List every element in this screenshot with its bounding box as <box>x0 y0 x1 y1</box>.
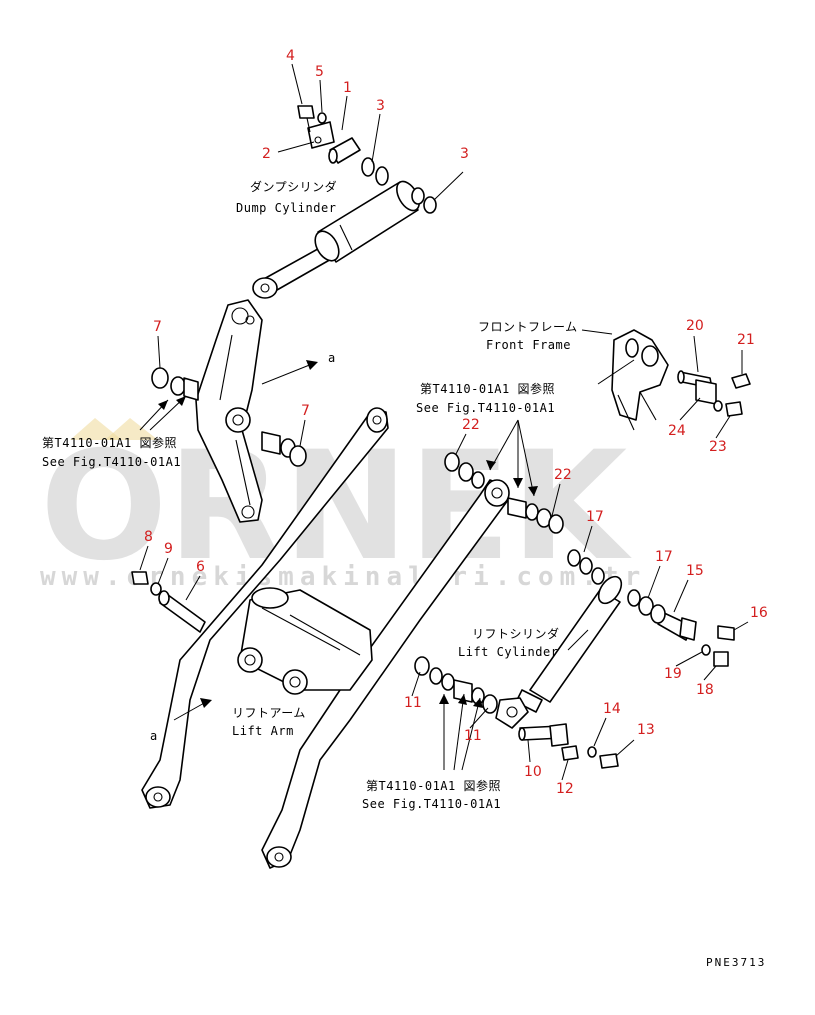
callout-10: 10 <box>524 764 542 780</box>
ref-left-en: See Fig.T4110-01A1 <box>42 455 181 469</box>
bushings-11 <box>414 656 498 714</box>
callout-15: 15 <box>686 563 704 579</box>
part-number-callouts: 1 2 3 3 4 5 6 7 7 8 9 10 11 11 12 13 14 … <box>139 48 768 797</box>
ref-bottom-en: See Fig.T4110-01A1 <box>362 797 501 811</box>
ref-top-en: See Fig.T4110-01A1 <box>416 401 555 415</box>
ref-top-jp: 第T4110-01A1 図参照 <box>420 381 555 396</box>
dump-cylinder <box>252 105 437 299</box>
callout-22b: 22 <box>554 467 572 483</box>
callout-7b: 7 <box>301 403 310 419</box>
callout-3a: 3 <box>376 98 385 114</box>
callout-3b: 3 <box>460 146 469 162</box>
lift-arm-label-en: Lift Arm <box>232 724 294 738</box>
drawing-code: PNE3713 <box>706 956 766 969</box>
callout-5: 5 <box>315 64 324 80</box>
callout-1: 1 <box>343 80 352 96</box>
lift-cylinder-label-en: Lift Cylinder <box>458 645 558 659</box>
callout-11a: 11 <box>404 695 422 711</box>
watermark-url: www.ornekismakinalari.com.tr <box>40 562 646 592</box>
callout-2: 2 <box>262 146 271 162</box>
lift-cylinder <box>495 549 735 769</box>
callout-17b: 17 <box>655 549 673 565</box>
callout-4: 4 <box>286 48 295 64</box>
callout-20: 20 <box>686 318 704 334</box>
callout-13: 13 <box>637 722 655 738</box>
callout-8: 8 <box>144 529 153 545</box>
lift-arm-label-jp: リフトアーム <box>232 706 306 720</box>
callout-16: 16 <box>750 605 768 621</box>
callout-23: 23 <box>709 439 727 455</box>
reference-note-top-right: 第T4110-01A1 図参照 See Fig.T4110-01A1 <box>416 381 555 497</box>
callout-6: 6 <box>196 559 205 575</box>
callout-9: 9 <box>164 541 173 557</box>
callout-24: 24 <box>668 423 686 439</box>
callout-21: 21 <box>737 332 755 348</box>
pin-6-assembly <box>131 571 206 633</box>
front-frame <box>611 329 751 431</box>
ref-bottom-jp: 第T4110-01A1 図参照 <box>366 778 501 793</box>
callout-17a: 17 <box>586 509 604 525</box>
callout-18: 18 <box>696 682 714 698</box>
lift-arm <box>141 407 510 869</box>
view-marker-bottom: a <box>150 729 158 743</box>
view-marker-top: a <box>328 351 336 365</box>
front-frame-label-en: Front Frame <box>486 338 571 352</box>
callout-19: 19 <box>664 666 682 682</box>
callout-7a: 7 <box>153 319 162 335</box>
front-frame-label-jp: フロントフレーム <box>478 320 578 334</box>
callout-14: 14 <box>603 701 621 717</box>
reference-note-left: 第T4110-01A1 図参照 See Fig.T4110-01A1 <box>42 395 187 469</box>
lift-cylinder-label-jp: リフトシリンダ <box>472 626 560 641</box>
dump-cylinder-label-en: Dump Cylinder <box>236 201 336 215</box>
callout-11b: 11 <box>464 728 482 744</box>
callout-22a: 22 <box>462 417 480 433</box>
ref-left-jp: 第T4110-01A1 図参照 <box>42 435 177 450</box>
bushings-22 <box>444 452 564 534</box>
bell-crank <box>151 299 307 523</box>
callout-12: 12 <box>556 781 574 797</box>
reference-note-bottom: 第T4110-01A1 図参照 See Fig.T4110-01A1 <box>362 693 501 811</box>
dump-cylinder-label-jp: ダンプシリンダ <box>250 179 337 194</box>
